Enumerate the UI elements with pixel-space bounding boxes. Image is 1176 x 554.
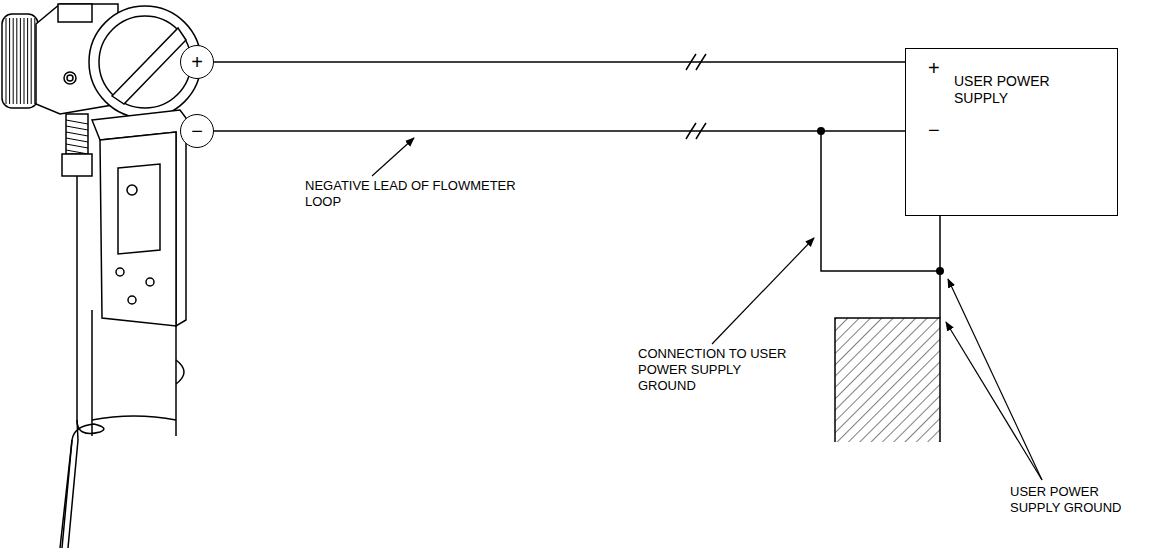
- ground-symbol: [835, 318, 940, 442]
- bracket-bolt: [146, 278, 154, 286]
- callout-label: CONNECTION TO USER POWER SUPPLY GROUND: [636, 346, 790, 394]
- compression-fitting: [62, 154, 92, 176]
- polarity-sign: −: [928, 119, 940, 142]
- neck: [66, 114, 88, 154]
- bracket-plate: [100, 132, 176, 326]
- cover-ridge: [112, 28, 186, 104]
- terminal-sign: +: [191, 52, 203, 72]
- terminal-circle: +: [180, 45, 214, 79]
- sensor-cable: [60, 420, 78, 548]
- meter-body-edge: [92, 416, 176, 420]
- bracket-bolt: [128, 296, 136, 304]
- ground-label: USER POWER SUPPLY GROUND: [1008, 484, 1132, 516]
- wire: [214, 130, 905, 132]
- left-cover: [2, 14, 38, 108]
- housing-top: [58, 4, 92, 22]
- wire: [214, 61, 905, 63]
- meter-body: [92, 310, 176, 436]
- terminal-sign: −: [191, 121, 203, 141]
- mounting-bracket: [92, 110, 186, 326]
- bracket-bolt: [116, 268, 124, 276]
- ground-outline: [835, 318, 940, 442]
- sensor-tube: [62, 176, 104, 548]
- flowmeter-illustration: [2, 4, 201, 548]
- bracket-window: [118, 164, 160, 254]
- polarity-sign: +: [928, 57, 940, 80]
- conduit-port: [64, 72, 76, 84]
- wire-break: [686, 54, 706, 139]
- terminal-circle: −: [180, 114, 214, 148]
- callout-label: NEGATIVE LEAD OF FLOWMETER LOOP: [303, 178, 527, 210]
- power-supply-box: + USER POWER SUPPLY−: [905, 48, 1118, 216]
- junction-dot: [936, 267, 944, 275]
- right-cover-face: [99, 16, 191, 108]
- body-clip: [176, 360, 184, 384]
- conduit-port-inner: [67, 75, 73, 81]
- bracket-bolt: [127, 185, 137, 195]
- supply-label: USER POWER SUPPLY: [954, 73, 1064, 107]
